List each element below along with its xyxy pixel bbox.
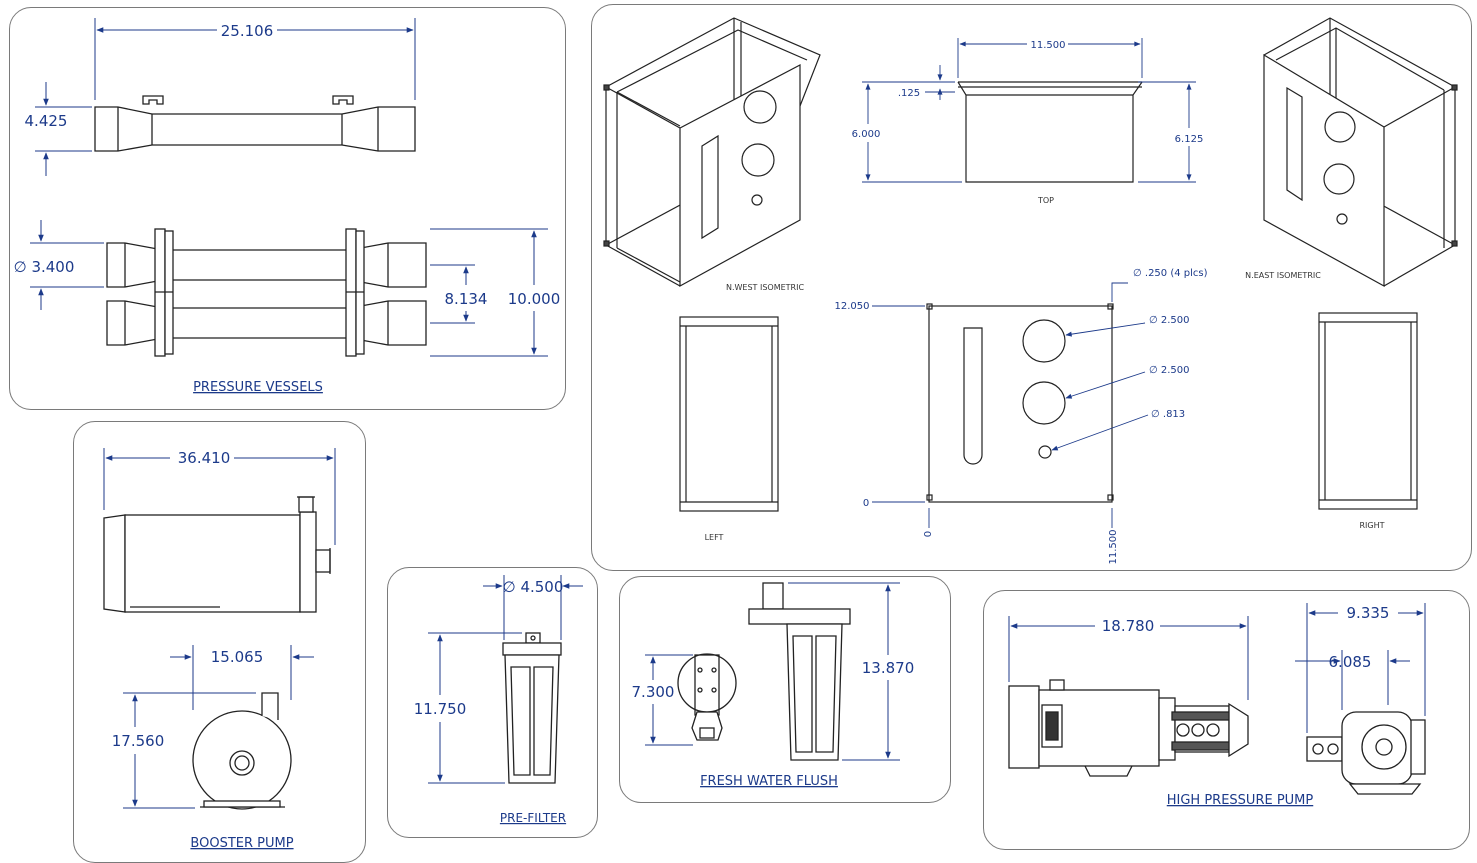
booster-pump-title: BOOSTER PUMP xyxy=(190,836,293,851)
top-depth-right-dim: 6.125 xyxy=(1175,134,1204,145)
top-view-dimensions xyxy=(862,38,1196,183)
nw-isometric-view xyxy=(603,17,821,288)
booster-length-dim: 36.410 xyxy=(178,449,231,467)
booster-pump-drawing xyxy=(103,496,331,810)
hpp-width-dim: 9.335 xyxy=(1347,604,1390,622)
pressure-vessels-panel xyxy=(9,7,566,410)
pre-filter-diameter-dim: ∅ 4.500 xyxy=(503,578,564,596)
pv-height-dim: 4.425 xyxy=(25,112,68,130)
fresh-water-flush-dimensions xyxy=(645,582,900,761)
booster-pump-dimensions xyxy=(103,448,336,809)
high-pressure-pump-drawing xyxy=(1008,679,1426,795)
fwf-side-dim: 7.300 xyxy=(632,683,675,701)
pre-filter-dimensions xyxy=(428,575,583,784)
pre-filter-height-dim: 11.750 xyxy=(414,700,467,718)
pressure-vessels-dimensions xyxy=(30,18,548,357)
ne-isometric-view xyxy=(1263,17,1458,288)
pv-length-dim: 25.106 xyxy=(221,22,274,40)
hpp-inner-dim: 6.085 xyxy=(1329,653,1372,671)
top-view-label: TOP xyxy=(1037,196,1054,205)
right-view xyxy=(1318,312,1418,510)
high-pressure-pump-title: HIGH PRESSURE PUMP xyxy=(1167,793,1314,808)
top-depth-left-dim: 6.000 xyxy=(852,129,881,140)
fresh-water-flush-drawing xyxy=(677,582,851,761)
pressure-vessels-drawing xyxy=(94,95,427,357)
right-view-label: RIGHT xyxy=(1359,521,1384,530)
hole-1-callout: ∅ 2.500 xyxy=(1149,315,1190,326)
pre-filter-title: PRE-FILTER xyxy=(500,811,566,825)
left-view xyxy=(679,316,779,512)
front-height-dim: 12.050 xyxy=(835,301,870,312)
high-pressure-pump-dimensions xyxy=(1008,603,1426,733)
ne-isometric-label: N.EAST ISOMETRIC xyxy=(1245,271,1321,280)
pv-total-dim: 10.000 xyxy=(508,290,561,308)
pre-filter-drawing xyxy=(502,632,562,784)
pv-diameter-dim: ∅ 3.400 xyxy=(14,258,75,276)
hole-3-callout: ∅ .813 xyxy=(1151,409,1185,420)
front-zero-y: 0 xyxy=(863,498,869,509)
booster-height-dim: 17.560 xyxy=(112,732,165,750)
top-width-dim: 11.500 xyxy=(1031,40,1066,51)
front-width-dim: 11.500 xyxy=(1108,530,1119,565)
fwf-height-dim: 13.870 xyxy=(862,659,915,677)
fresh-water-flush-title: FRESH WATER FLUSH xyxy=(700,774,838,789)
top-view xyxy=(957,81,1143,183)
front-zero-x: 0 xyxy=(923,531,934,537)
pv-spacing-dim: 8.134 xyxy=(445,290,488,308)
hole-2-callout: ∅ 2.500 xyxy=(1149,365,1190,376)
pre-filter-panel xyxy=(387,567,598,838)
booster-width-dim: 15.065 xyxy=(211,648,264,666)
top-flange-dim: .125 xyxy=(898,88,920,99)
nw-isometric-label: N.WEST ISOMETRIC xyxy=(726,283,804,292)
pressure-vessels-title: PRESSURE VESSELS xyxy=(193,380,323,395)
left-view-label: LEFT xyxy=(705,533,724,542)
hole-small-callout: ∅ .250 (4 plcs) xyxy=(1133,268,1208,279)
hpp-length-dim: 18.780 xyxy=(1102,617,1155,635)
front-view-dimensions xyxy=(872,282,1149,528)
front-view xyxy=(926,303,1114,503)
